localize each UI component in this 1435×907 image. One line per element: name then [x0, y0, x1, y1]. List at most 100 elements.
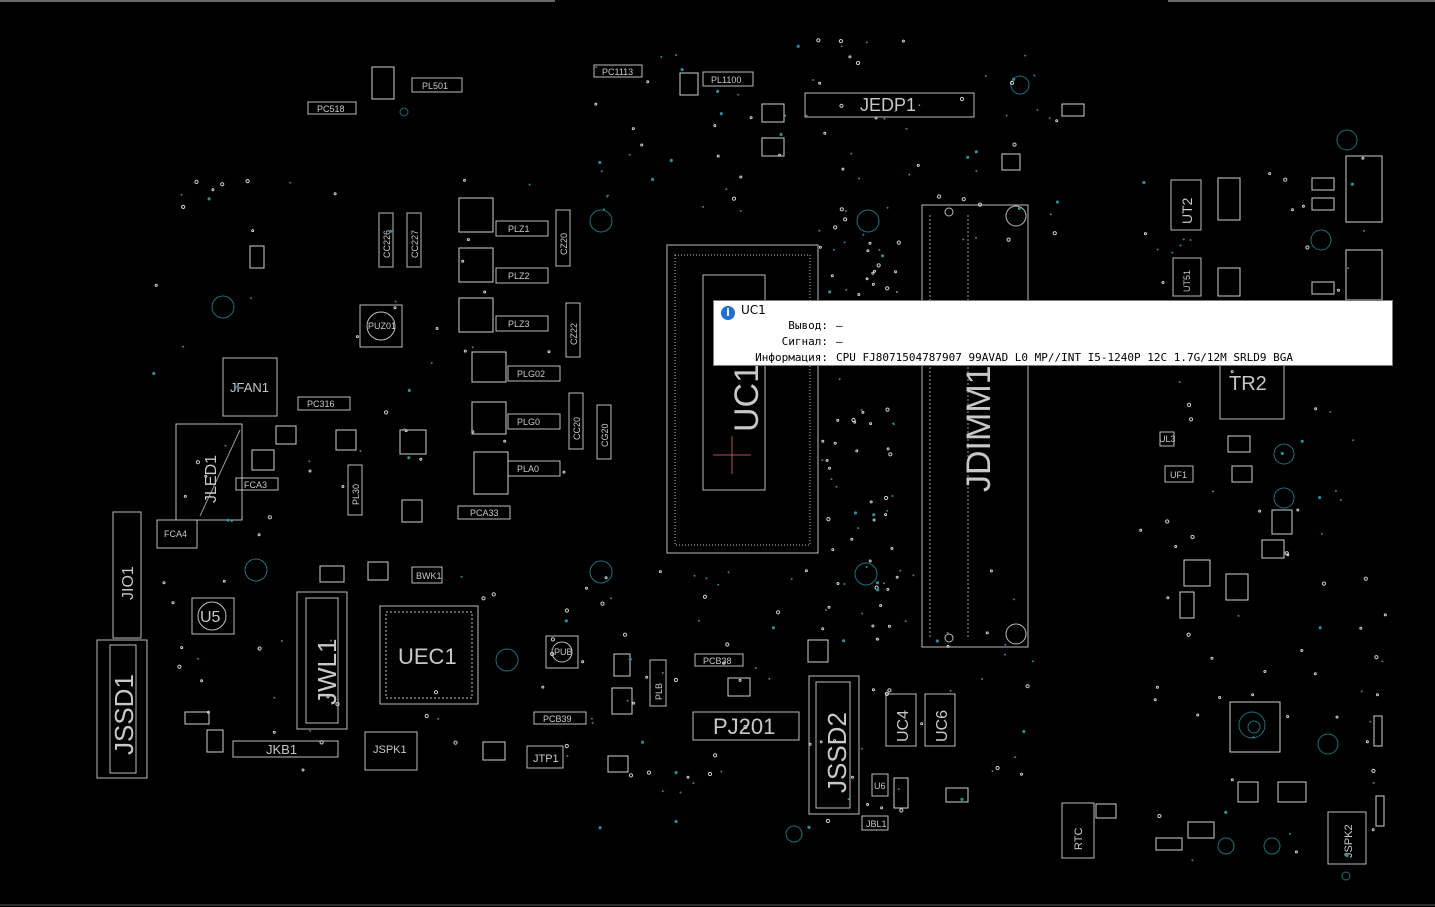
- label-fca4: FCA4: [164, 529, 187, 539]
- component-pca33[interactable]: PCA33: [457, 505, 511, 520]
- component-pc316[interactable]: PC316: [297, 396, 351, 411]
- label-pl1100: PL1100: [711, 75, 741, 85]
- component-jtp1[interactable]: JTP1: [526, 745, 564, 769]
- label-plz1: PLZ1: [508, 224, 530, 234]
- test-points: [152, 38, 1387, 862]
- component-uec1[interactable]: UEC1: [379, 605, 479, 705]
- label-jio1: JIO1: [120, 566, 137, 600]
- component-u5[interactable]: U5: [191, 597, 235, 635]
- label-pcb39: PCB39: [543, 714, 572, 724]
- label-pc316: PC316: [307, 399, 335, 409]
- component-jio1[interactable]: JIO1: [112, 511, 142, 639]
- label-jedp1: JEDP1: [860, 95, 916, 115]
- component-ut51[interactable]: UT51: [1172, 257, 1202, 297]
- component-jdimm[interactable]: JDIMM1: [921, 204, 1029, 648]
- component-pl30[interactable]: PL30: [347, 464, 363, 516]
- component-plg0[interactable]: PLG0: [507, 413, 561, 430]
- component-pc1113[interactable]: PC1113: [593, 64, 643, 78]
- label-jled1: JLED1: [203, 455, 220, 503]
- component-plz1[interactable]: PLZ1: [495, 220, 549, 237]
- component-cz20[interactable]: CZ20: [555, 209, 571, 267]
- component-pl1100[interactable]: PL1100: [702, 71, 754, 87]
- component-cz22[interactable]: CZ22: [565, 302, 581, 358]
- component-plz3[interactable]: PLZ3: [495, 315, 549, 332]
- tooltip-key-signal: Сигнал:: [781, 335, 828, 348]
- component-plz2[interactable]: PLZ2: [495, 267, 549, 284]
- component-pl501[interactable]: PL501: [411, 77, 463, 93]
- label-uc6: UC6: [934, 710, 951, 742]
- label-cz22: CZ22: [569, 323, 579, 345]
- label-cc227: CC227: [410, 230, 420, 258]
- component-cc226[interactable]: CC226: [378, 212, 394, 268]
- tooltip-value-pin: —: [836, 319, 843, 332]
- component-pla0[interactable]: PLA0: [507, 460, 561, 477]
- component-cg20[interactable]: CG20: [596, 404, 612, 460]
- decorative-components: [184, 66, 1385, 851]
- via-circles: [211, 75, 1358, 881]
- label-jfan1: JFAN1: [230, 380, 269, 395]
- component-plb[interactable]: PLB: [649, 659, 667, 707]
- label-uc4: UC4: [895, 710, 912, 742]
- label-pca33: PCA33: [470, 508, 499, 518]
- component-uc4[interactable]: UC4: [885, 693, 917, 747]
- component-tr2[interactable]: TR2: [1219, 364, 1285, 420]
- label-cc226: CC226: [382, 230, 392, 258]
- component-uc1[interactable]: UC1: [666, 244, 819, 554]
- label-pl501: PL501: [422, 81, 448, 91]
- info-icon: i: [721, 306, 735, 320]
- label-pla0: PLA0: [517, 464, 539, 474]
- component-fca3[interactable]: FCA3: [235, 477, 279, 491]
- label-plz2: PLZ2: [508, 271, 530, 281]
- label-cc20: CC20: [572, 417, 582, 440]
- label-pc1113: PC1113: [602, 67, 633, 77]
- component-cc20[interactable]: CC20: [568, 392, 584, 450]
- component-u6[interactable]: U6: [871, 773, 889, 797]
- component-jbl1[interactable]: JBL1: [861, 815, 889, 831]
- tooltip-row-pin: Вывод: —: [714, 319, 1384, 334]
- component-jspk2[interactable]: JSPK2: [1327, 811, 1367, 865]
- label-tr2: TR2: [1229, 373, 1267, 395]
- component-jssd1[interactable]: JSSD1: [96, 639, 148, 779]
- component-jedp1[interactable]: JEDP1: [804, 92, 975, 118]
- component-pcb38[interactable]: PCB38: [694, 653, 744, 667]
- component-jssd2[interactable]: JSSD2: [808, 675, 860, 815]
- component-pcb39[interactable]: PCB39: [533, 711, 587, 725]
- component-jfan1[interactable]: JFAN1: [222, 357, 278, 417]
- component-jkb1[interactable]: JKB1: [232, 740, 339, 758]
- label-jssd2: JSSD2: [822, 712, 852, 793]
- label-uf1: UF1: [1170, 470, 1187, 480]
- tooltip-key-info: Информация:: [755, 351, 828, 364]
- component-pub[interactable]: PUB: [545, 635, 579, 669]
- tooltip-title: UC1: [741, 303, 766, 317]
- component-ul3[interactable]: UL3: [1159, 431, 1176, 447]
- component-cc227[interactable]: CC227: [406, 212, 422, 268]
- component-fca4[interactable]: FCA4: [156, 519, 198, 549]
- component-pc518[interactable]: PC518: [307, 101, 357, 115]
- component-puz01[interactable]: PUZ01: [359, 304, 403, 348]
- label-plg0: PLG0: [517, 417, 540, 427]
- label-jdimm: JDIMM1: [960, 365, 998, 492]
- component-uc6[interactable]: UC6: [924, 693, 956, 747]
- component-jwl1[interactable]: JWL1: [296, 591, 348, 730]
- label-uec1: UEC1: [398, 644, 457, 669]
- component-plg02[interactable]: PLG02: [507, 365, 561, 382]
- label-plg02: PLG02: [517, 369, 545, 379]
- label-jspk2: JSPK2: [1343, 824, 1355, 858]
- label-jwl1: JWL1: [312, 639, 342, 705]
- label-u6: U6: [874, 781, 886, 791]
- component-uf1[interactable]: UF1: [1164, 465, 1194, 483]
- label-fca3: FCA3: [244, 480, 267, 490]
- label-jspk1: JSPK1: [373, 744, 407, 756]
- component-jled1[interactable]: JLED1: [175, 423, 243, 521]
- component-bwk1[interactable]: BWK1: [411, 566, 443, 584]
- info-tooltip: i UC1 Вывод: — Сигнал: — Информация: CPU…: [713, 300, 1393, 366]
- label-plb: PLB: [654, 683, 664, 700]
- component-ut2[interactable]: UT2: [1170, 179, 1202, 231]
- label-bwk1: BWK1: [416, 571, 442, 581]
- tooltip-row-info: Информация: CPU FJ8071504787907 99AVAD L…: [714, 351, 1384, 366]
- label-u5: U5: [200, 609, 221, 626]
- component-jspk1[interactable]: JSPK1: [364, 731, 418, 771]
- label-ut2: UT2: [1179, 197, 1195, 224]
- component-rtc[interactable]: RTC: [1061, 802, 1095, 859]
